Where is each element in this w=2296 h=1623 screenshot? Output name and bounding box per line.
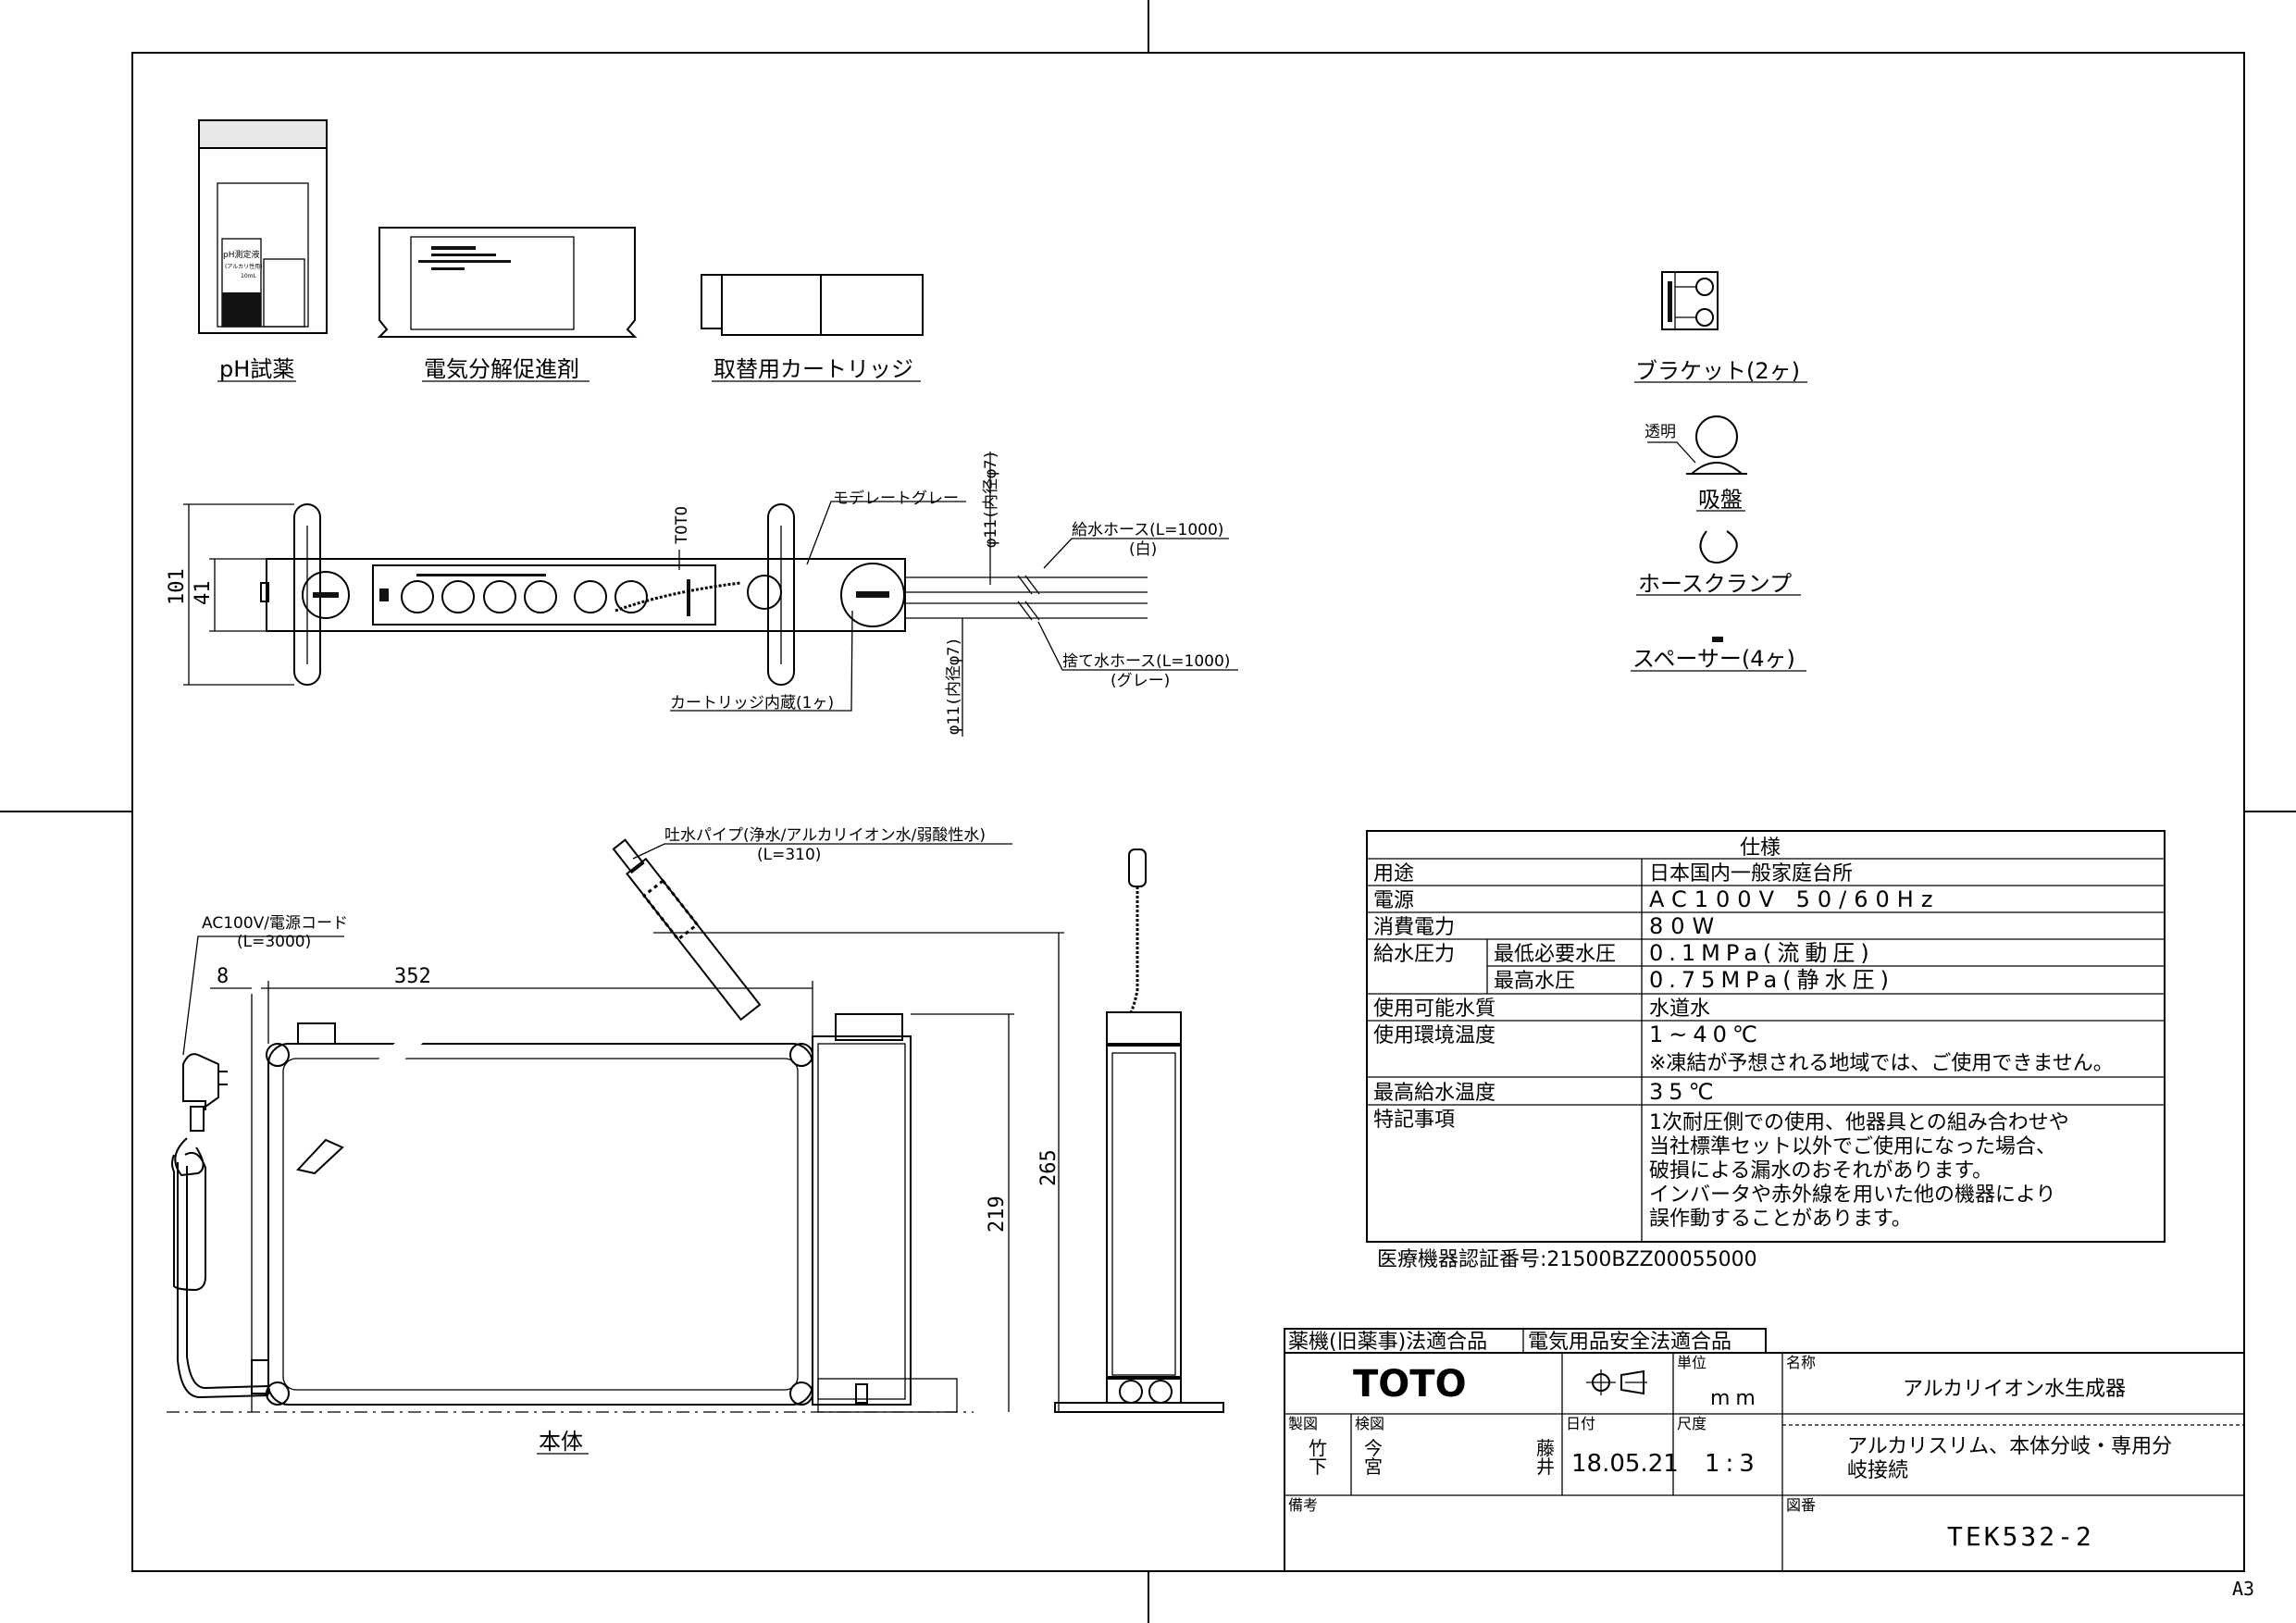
title-block <box>1284 1328 2245 1572</box>
checker-1: 今 <box>1364 1437 1383 1459</box>
spec-value-consumption: 80W <box>1649 913 1721 939</box>
hose-clamp-label: ホースクランプ <box>1638 571 1792 597</box>
dim-41: 41 <box>192 581 215 606</box>
bracket-label: ブラケット(2ヶ) <box>1635 358 1800 384</box>
drawing-number: TEK532-2 <box>1947 1521 2094 1552</box>
body-label: 本体 <box>539 1429 583 1455</box>
spec-label-power: 電源 <box>1373 889 1414 912</box>
spec-value-temp-note: ※凍結が予想される地域では、ご使用できません。 <box>1649 1052 2114 1075</box>
ph-reagent-label: pH試薬 <box>219 356 294 382</box>
date-label: 日付 <box>1566 1415 1595 1432</box>
front-view-dims: 8 352 265 219 <box>210 932 1064 1412</box>
dim-8: 8 <box>217 965 229 988</box>
top-view-unit <box>260 503 1148 686</box>
color-label: モデレートグレー <box>833 489 959 508</box>
hose-clamp-part <box>1699 530 1738 564</box>
scale-label: 尺度 <box>1677 1415 1706 1432</box>
spec-value-temp: 1~40℃ <box>1649 1022 1763 1047</box>
supply-hose-color: (白) <box>1129 540 1157 559</box>
spec-value-min-pressure: 0.1MPa(流動圧) <box>1649 940 1875 966</box>
dim-265: 265 <box>1037 1149 1061 1186</box>
spec-note-line-1: 1次耐圧側での使用、他器具との組み合わせや <box>1649 1111 2069 1134</box>
power-cord-label: AC100V/電源コード <box>202 914 348 933</box>
dim-352: 352 <box>394 965 431 988</box>
projection-symbol <box>1586 1369 1647 1395</box>
toto-logo: TOTO <box>1353 1363 1467 1406</box>
spec-value-water: 水道水 <box>1649 997 1710 1021</box>
ph-bottle-label-1: pH測定液 <box>223 249 259 260</box>
name-label: 名称 <box>1786 1354 1816 1371</box>
spec-sub-min-pressure: 最低必要水圧 <box>1494 943 1616 966</box>
bracket-part <box>1661 271 1719 330</box>
spacer-part <box>1712 637 1723 642</box>
spec-label-notes: 特記事項 <box>1373 1109 1455 1132</box>
certification-number: 医療機器認証番号:21500BZZ00055000 <box>1377 1248 1757 1271</box>
spec-label-pressure: 給水圧力 <box>1373 943 1455 966</box>
dim-101: 101 <box>166 568 189 605</box>
scale-value: 1:3 <box>1705 1450 1760 1478</box>
drafter-1: 竹 <box>1309 1437 1327 1459</box>
compliance-2: 電気用品安全法適合品 <box>1528 1331 1731 1354</box>
electrolysis-agent-label: 電気分解促進剤 <box>424 356 579 382</box>
pipe-diameter-bottom: φ11(内径φ7) <box>945 637 963 735</box>
spec-value-max-pressure: 0.75MPa(静水圧) <box>1649 967 1894 993</box>
suction-cup-label: 吸盤 <box>1698 487 1743 513</box>
unit-value: mm <box>1710 1387 1761 1410</box>
spec-value-max-temp: 35℃ <box>1649 1079 1719 1105</box>
unit-label: 単位 <box>1677 1354 1706 1371</box>
compliance-1: 薬機(旧薬事)法適合品 <box>1288 1331 1487 1354</box>
description-line-2: 岐接続 <box>1847 1459 1908 1482</box>
spec-label-temp: 使用環境温度 <box>1373 1024 1496 1047</box>
side-view-unit <box>1054 849 1224 1413</box>
drain-hose-label: 捨て水ホース(L=1000) <box>1062 652 1230 671</box>
ph-bottle-label-2: (アルカリ性用) <box>225 263 262 270</box>
checked-label: 検図 <box>1355 1415 1384 1432</box>
brand-mark: TOTO <box>673 506 691 544</box>
spec-label-water: 使用可能水質 <box>1373 997 1496 1021</box>
spec-note-line-3: 破損による漏水のおそれがあります。 <box>1649 1159 1992 1183</box>
drawing-no-label: 図番 <box>1786 1496 1816 1514</box>
description-line-1: アルカリスリム、本体分岐・専用分 <box>1847 1435 2172 1458</box>
replacement-cartridge <box>701 274 924 336</box>
spacer-label: スペーサー(4ヶ) <box>1632 646 1795 672</box>
spec-sub-max-pressure: 最高水圧 <box>1494 970 1575 993</box>
ph-bottle-label-3: 10mL <box>241 273 256 279</box>
electrolysis-agent-pack <box>377 227 638 338</box>
transparent-label: 透明 <box>1644 423 1676 441</box>
spec-note-line-4: インバータや赤外線を用いた他の機器により <box>1649 1183 2056 1207</box>
paper-size: A3 <box>2232 1578 2254 1600</box>
supply-hose-label: 給水ホース(L=1000) <box>1072 521 1223 539</box>
cartridge-inside-label: カートリッジ内蔵(1ヶ) <box>670 694 834 712</box>
drain-hose-color: (グレー) <box>1111 672 1170 690</box>
power-cord-length: (L=3000) <box>237 933 311 951</box>
spout-pipe-length: (L=310) <box>757 846 821 864</box>
checker-2: 宮 <box>1364 1456 1383 1478</box>
remarks-label: 備考 <box>1288 1496 1318 1514</box>
ph-reagent-box: pH測定液 (アルカリ性用) 10mL <box>198 119 328 334</box>
cartridge-label: 取替用カートリッジ <box>714 356 913 382</box>
spec-label-usage: 用途 <box>1373 862 1414 886</box>
product-name: アルカリイオン水生成器 <box>1903 1378 2126 1401</box>
approver-2: 井 <box>1536 1456 1555 1478</box>
approver-1: 藤 <box>1536 1437 1555 1459</box>
spec-table <box>1366 830 2166 1243</box>
spec-label-max-temp: 最高給水温度 <box>1373 1082 1496 1105</box>
spout-pipe-label: 吐水パイプ(浄水/アルカリイオン水/弱酸性水) <box>664 826 986 845</box>
spec-note-line-5: 誤作動することがあります。 <box>1649 1208 1912 1231</box>
date-value: 18.05.21 <box>1571 1450 1679 1478</box>
spec-header: 仕様 <box>1740 836 1781 860</box>
spec-value-power: AC100V 50/60Hz <box>1649 886 1940 912</box>
drafter-2: 下 <box>1309 1456 1327 1478</box>
suction-cup-part <box>1647 415 1747 475</box>
front-view-unit <box>167 838 974 1413</box>
spec-label-consumption: 消費電力 <box>1373 916 1455 939</box>
top-view-dims: 101 41 <box>166 503 294 686</box>
dim-219: 219 <box>986 1196 1009 1233</box>
spec-value-usage: 日本国内一般家庭台所 <box>1649 862 1853 886</box>
pipe-diameter-top: φ11(内径φ7) <box>982 450 1000 548</box>
drafted-label: 製図 <box>1288 1415 1318 1432</box>
spec-note-line-2: 当社標準セット以外でご使用になった場合、 <box>1649 1135 2056 1158</box>
